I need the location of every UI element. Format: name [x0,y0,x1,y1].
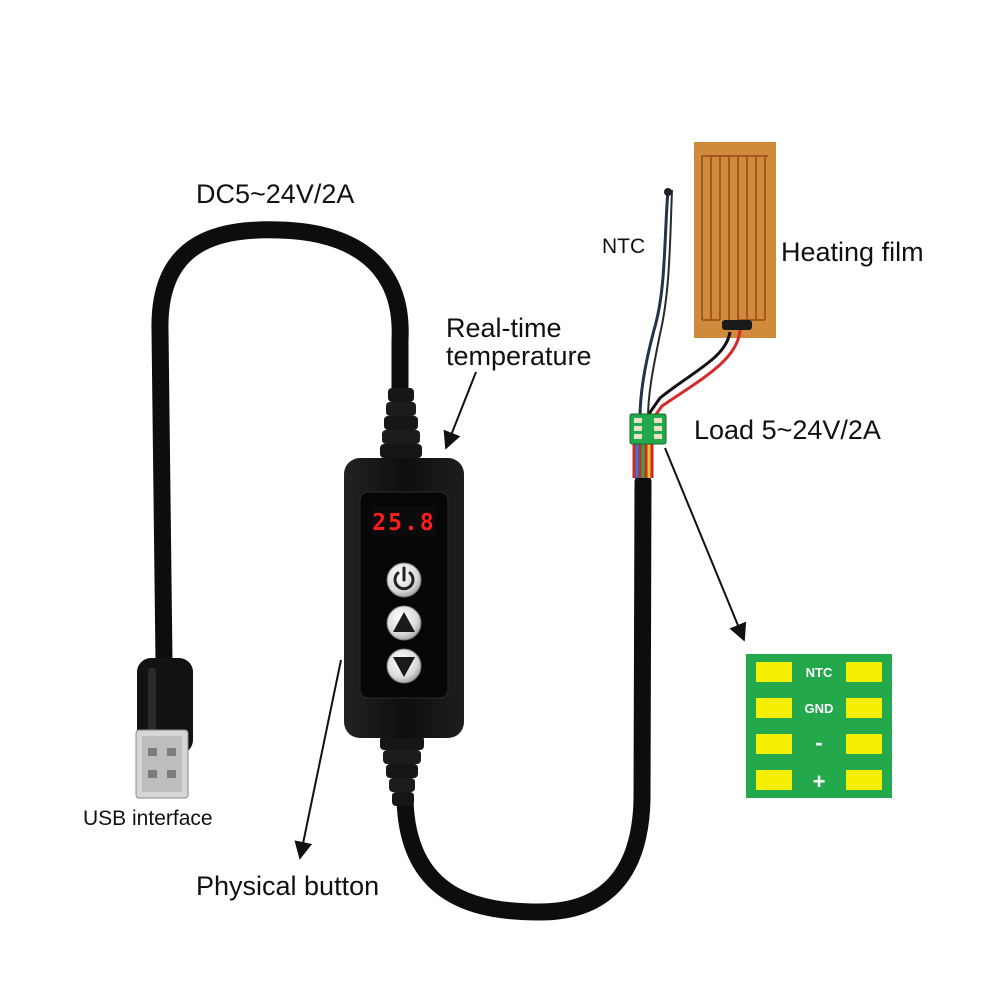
arrow-down-icon [393,657,415,677]
temperature-display: 25.8 [372,510,435,536]
realtime-temperature-line2: temperature [446,341,592,372]
button-down[interactable] [386,648,422,684]
wires [632,188,742,478]
arrow-up-icon [393,612,415,632]
arrow-realtime-temperature [443,371,477,450]
strain-relief-top [380,388,422,458]
heating-film [694,142,776,338]
realtime-temperature-line1: Real-time [446,313,562,343]
ntc-label: NTC [602,235,646,258]
load-label: Load 5~24V/2A [694,415,881,445]
pcb-pin-plus: + [813,769,826,794]
input-power-label: DC5~24V/2A [196,179,355,209]
pcb-pin-ntc: NTC [806,665,833,680]
physical-button-label: Physical button [196,871,380,901]
controller [344,458,464,738]
usb-plug [135,658,193,799]
arrow-physical-button [294,659,342,860]
pcb-detail [746,654,892,798]
button-power[interactable] [386,562,422,598]
usb-interface-label: USB interface [83,807,213,830]
pcb-pin-gnd: GND [805,701,834,716]
arrow-pcb-detail [664,447,747,642]
strain-relief-bottom [380,736,424,806]
power-icon [393,566,415,591]
heating-film-label: Heating film [781,237,924,267]
mini-pcb-pads [634,418,662,439]
realtime-temperature-label: Real-time temperature [446,314,592,371]
cable [151,221,652,921]
pcb-pin-minus: - [815,730,822,755]
button-up[interactable] [386,605,422,641]
